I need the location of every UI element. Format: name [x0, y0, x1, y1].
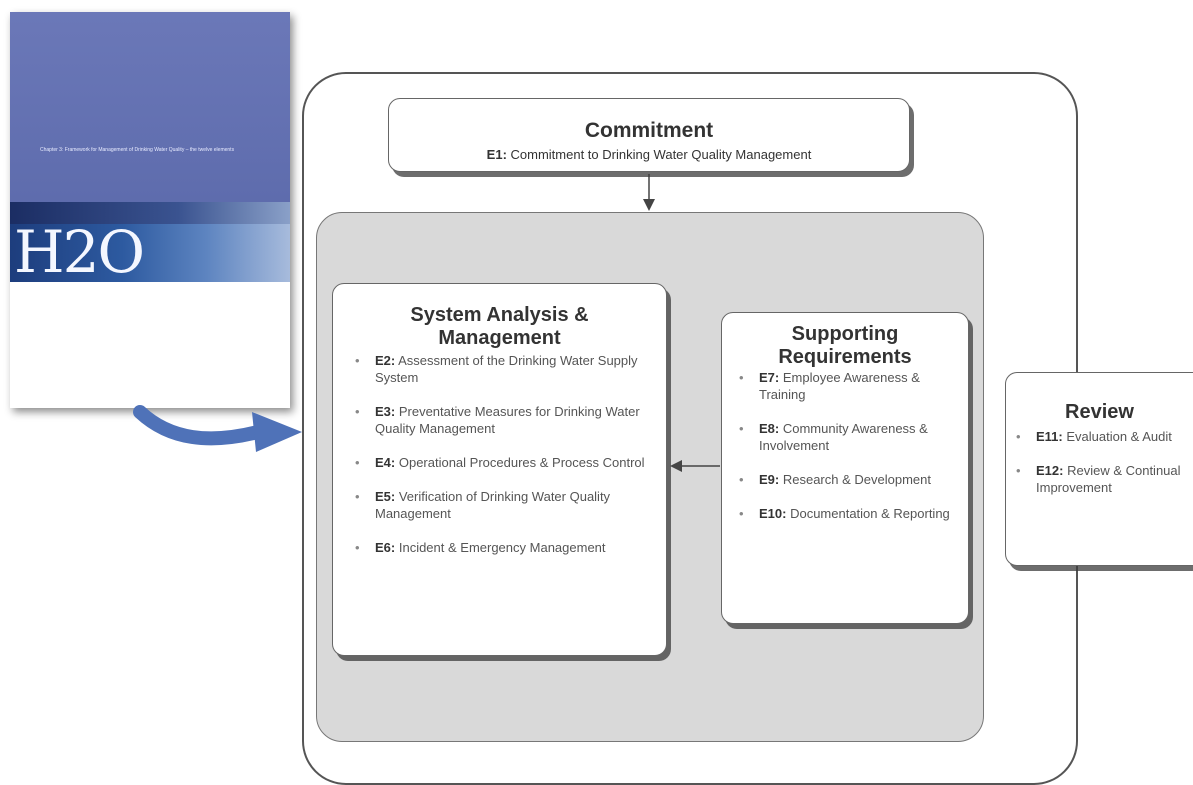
element-key: E11:	[1036, 429, 1063, 444]
bullet: •	[739, 506, 744, 521]
bullet: •	[1016, 429, 1021, 444]
element-text: Assessment of the Drinking Water Supply …	[375, 353, 638, 385]
element-key: E8:	[759, 421, 780, 436]
element-text: Community Awareness & Involvement	[759, 421, 928, 453]
title-line: System Analysis &	[410, 304, 589, 326]
bullet: •	[355, 404, 360, 419]
element-key: E5:	[375, 489, 396, 504]
list-item: • E2: Assessment of the Drinking Water Su…	[355, 352, 655, 386]
element-text: Research & Development	[779, 472, 931, 487]
element-text: Commitment to Drinking Water Quality Man…	[506, 147, 812, 162]
commitment-element: E1: Commitment to Drinking Water Quality…	[389, 147, 909, 162]
element-key: E3:	[375, 404, 396, 419]
list-item: • E7: Employee Awareness & Training	[739, 369, 959, 403]
element-key: E1:	[486, 147, 507, 162]
system-analysis-box: System Analysis & Management • E2: Assess…	[332, 283, 667, 656]
element-text: Operational Procedures & Process Control	[395, 455, 645, 470]
cover-logo: H2O	[14, 218, 145, 286]
element-key: E2:	[375, 353, 396, 368]
element-key: E4:	[375, 455, 396, 470]
framework-cover-image: Chapter 3: Framework for Management of D…	[10, 12, 290, 408]
title-line: Management	[438, 327, 561, 349]
review-element-list: • E11: Evaluation & Audit • E12: Review & …	[1016, 428, 1186, 496]
supporting-requirements-box: Supporting Requirements • E7: Employee Aw…	[721, 312, 969, 624]
bullet: •	[739, 370, 744, 385]
cover-pointer-arrow	[133, 405, 302, 452]
element-text: Documentation & Reporting	[786, 506, 950, 521]
cover-top-panel	[10, 12, 290, 202]
bullet: •	[739, 421, 744, 436]
bullet: •	[355, 489, 360, 504]
element-text: Incident & Emergency Management	[395, 540, 606, 555]
bullet: •	[739, 472, 744, 487]
element-text: Verification of Drinking Water Quality M…	[375, 489, 611, 521]
bullet: •	[355, 353, 360, 368]
list-item: • E11: Evaluation & Audit	[1016, 428, 1186, 445]
supporting-element-list: • E7: Employee Awareness & Training • E8: …	[739, 369, 959, 522]
cover-water-image	[10, 224, 290, 282]
element-key: E7:	[759, 370, 780, 385]
commitment-box: Commitment E1: Commitment to Drinking Wa…	[388, 98, 910, 172]
list-item: • E5: Verification of Drinking Water Qual…	[355, 488, 655, 522]
bullet: •	[355, 540, 360, 555]
cover-subtitle: Chapter 3: Framework for Management of D…	[40, 147, 235, 153]
title-line: Supporting	[791, 323, 899, 345]
list-item: • E6: Incident & Emergency Management	[355, 539, 655, 556]
bullet: •	[1016, 463, 1021, 478]
element-text: Preventative Measures for Drinking Water…	[375, 404, 640, 436]
element-key: E9:	[759, 472, 780, 487]
element-key: E6:	[375, 540, 396, 555]
review-box: Review • E11: Evaluation & Audit • E12: Re…	[1005, 372, 1193, 566]
commitment-title: Commitment	[584, 119, 714, 142]
element-key: E12:	[1036, 463, 1064, 478]
list-item: • E3: Preventative Measures for Drinking …	[355, 403, 655, 437]
title-line: Requirements	[778, 346, 912, 368]
cover-dark-band	[10, 202, 290, 224]
bullet: •	[355, 455, 360, 470]
element-text: Employee Awareness & Training	[759, 370, 920, 402]
system-element-list: • E2: Assessment of the Drinking Water Su…	[355, 352, 655, 556]
element-text: Review & Continual Improvement	[1036, 463, 1181, 495]
element-text: Evaluation & Audit	[1062, 429, 1172, 444]
supporting-requirements-title: Supporting Requirements	[722, 323, 968, 369]
list-item: • E9: Research & Development	[739, 471, 959, 488]
system-analysis-title: System Analysis & Management	[333, 304, 666, 350]
list-item: • E10: Documentation & Reporting	[739, 505, 959, 522]
list-item: • E8: Community Awareness & Involvement	[739, 420, 959, 454]
review-title: Review	[1065, 401, 1134, 423]
list-item: • E12: Review & Continual Improvement	[1016, 462, 1186, 496]
list-item: • E4: Operational Procedures & Process Co…	[355, 454, 655, 471]
element-key: E10:	[759, 506, 787, 521]
